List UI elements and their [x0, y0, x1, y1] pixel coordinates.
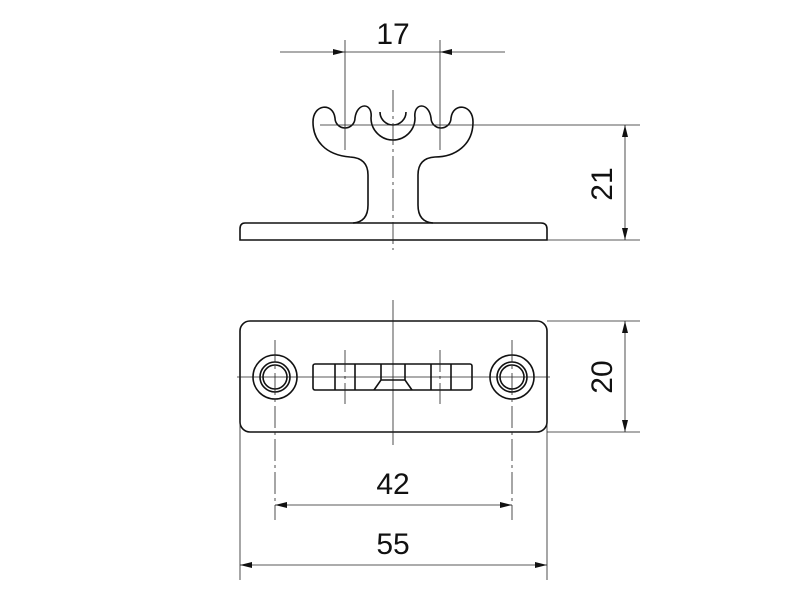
top-view: 20 42 55 — [237, 300, 640, 580]
side-view: 17 21 — [239, 18, 640, 250]
dimension-20-label: 20 — [586, 360, 619, 393]
hook-profile — [312, 105, 474, 224]
dimension-21-label: 21 — [586, 167, 619, 200]
base-plate-profile — [239, 222, 548, 241]
dimension-42-label: 42 — [376, 468, 409, 501]
hook-top-outline — [312, 363, 473, 391]
base-plate-outline — [239, 320, 548, 433]
dimension-17-label: 17 — [376, 18, 409, 51]
dimension-55-label: 55 — [376, 528, 409, 561]
